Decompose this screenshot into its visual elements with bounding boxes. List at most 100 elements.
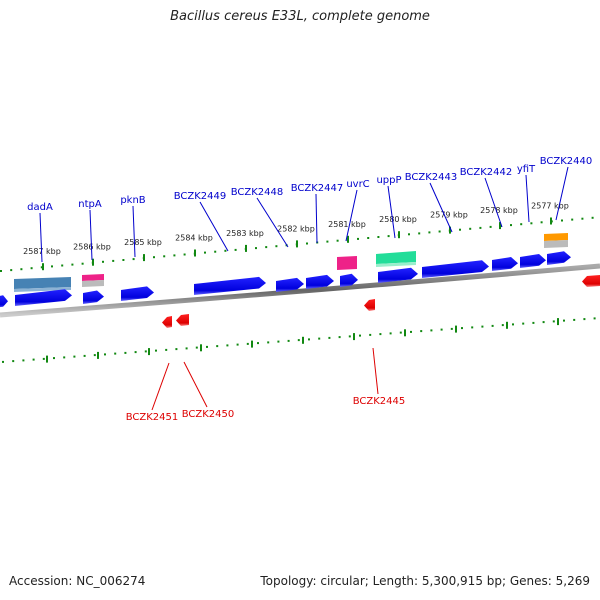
ruler-dot (410, 330, 412, 333)
ruler-dot (571, 218, 574, 221)
ruler-dot (73, 355, 76, 358)
ruler-major-tick (46, 355, 48, 363)
ruler-dot (357, 237, 359, 240)
label-leader-line (151, 362, 170, 411)
label-leader-line (484, 177, 503, 228)
forward-gene-arrow[interactable] (83, 290, 104, 305)
ruler-dot (593, 317, 596, 320)
ruler-dot (63, 356, 66, 359)
label-leader-line (89, 209, 93, 261)
gene-label-BCZK2442[interactable]: BCZK2442 (460, 167, 513, 178)
ruler-dot (195, 346, 198, 349)
gene-label-BCZK2449[interactable]: BCZK2449 (174, 191, 227, 202)
gene-label-yfiT[interactable]: yfiT (517, 164, 536, 175)
ruler-major-tick (449, 226, 451, 234)
ruler-dot (430, 329, 433, 332)
gene-label-BCZK2443[interactable]: BCZK2443 (405, 172, 458, 183)
ruler-tick-label: 2580 kbp (379, 215, 417, 224)
ruler-dot (471, 326, 474, 329)
ruler-tick-label: 2585 kbp (124, 238, 162, 247)
ruler-dot (287, 339, 290, 342)
ruler-dot (438, 230, 441, 233)
ruler-major-tick (148, 348, 150, 356)
ruler-dot (277, 340, 280, 343)
label-leader-line (555, 166, 569, 221)
ruler-dot (40, 266, 43, 269)
reverse-gene-arrow[interactable] (162, 316, 172, 328)
gene-label-BCZK2448[interactable]: BCZK2448 (231, 187, 284, 198)
ruler-major-tick (353, 333, 355, 341)
ruler-dot (163, 255, 166, 258)
feature-dadA[interactable] (14, 277, 71, 292)
forward-gene-arrow[interactable] (520, 254, 546, 268)
ruler-dot (540, 221, 543, 224)
gene-label-BCZK2440[interactable]: BCZK2440 (540, 156, 593, 167)
gene-label-BCZK2445[interactable]: BCZK2445 (353, 396, 406, 407)
ruler-major-tick (499, 222, 501, 230)
forward-gene-arrow[interactable] (340, 273, 358, 287)
accession-text: Accession: NC_006274 (9, 574, 146, 588)
ruler-dot (104, 353, 106, 356)
forward-gene-arrow[interactable] (306, 274, 334, 289)
ruler-dot (440, 328, 443, 331)
ruler-major-tick (97, 351, 99, 359)
ruler-dot (408, 233, 410, 236)
ruler-tick-label: 2583 kbp (226, 229, 264, 238)
gene-label-pknB[interactable]: pknB (120, 195, 145, 206)
gene-label-BCZK2450[interactable]: BCZK2450 (182, 409, 235, 420)
ruler-major-tick (455, 325, 457, 333)
reverse-gene-arrow[interactable] (364, 299, 375, 311)
ruler-lower (2, 317, 596, 363)
forward-gene-arrow[interactable] (422, 260, 489, 278)
ruler-dot (83, 354, 86, 357)
ruler-major-tick (404, 329, 406, 337)
ruler-dot (144, 350, 147, 353)
reverse-gene-arrow[interactable] (582, 275, 600, 287)
ruler-dot (246, 342, 249, 345)
ruler-dot (226, 344, 229, 347)
feature-uvrC[interactable] (337, 256, 357, 270)
ruler-dot (379, 333, 382, 336)
label-leader-line (345, 189, 358, 242)
ruler-major-tick (398, 231, 400, 239)
ruler-dot (93, 354, 96, 357)
forward-gene-arrow[interactable] (378, 267, 418, 283)
ruler-dot (308, 338, 310, 341)
forward-gene-arrow[interactable] (0, 295, 8, 308)
ruler-dot (22, 359, 25, 362)
gene-label-dadA[interactable]: dadA (27, 202, 53, 213)
ruler-dot (489, 225, 492, 228)
ruler-dot (102, 260, 104, 263)
gene-label-ntpA[interactable]: ntpA (78, 199, 102, 210)
forward-gene-arrow[interactable] (492, 257, 518, 271)
ruler-dot (459, 228, 461, 231)
forward-gene-arrow[interactable] (194, 276, 266, 295)
ruler-dot (377, 236, 380, 238)
ruler-tick-label: 2586 kbp (73, 243, 111, 252)
ruler-dot (420, 330, 423, 333)
ruler-dot (255, 247, 257, 250)
ruler-dot (318, 337, 321, 340)
forward-gene-arrow[interactable] (276, 277, 304, 292)
forward-gene-arrow[interactable] (121, 286, 154, 301)
ruler-dot (491, 324, 494, 327)
gene-label-BCZK2451[interactable]: BCZK2451 (126, 412, 179, 423)
gene-label-BCZK2447[interactable]: BCZK2447 (291, 183, 344, 194)
forward-gene-arrow[interactable] (15, 289, 72, 306)
gene-label-uppP[interactable]: uppP (376, 175, 401, 186)
label-leader-line (183, 361, 208, 408)
feature-BCZK2440[interactable] (544, 233, 568, 248)
forward-gene-arrow[interactable] (547, 251, 571, 265)
feature-uppP[interactable] (376, 251, 416, 267)
gene-label-uvrC[interactable]: uvrC (346, 179, 369, 190)
reverse-gene-arrow[interactable] (176, 314, 189, 326)
ruler-dot (61, 264, 64, 267)
ruler-dot (542, 321, 545, 324)
ruler-dot (12, 360, 15, 363)
ruler-dot (561, 219, 563, 222)
ruler-major-tick (347, 235, 349, 243)
ruler-dot (257, 342, 259, 345)
ruler-dot (173, 254, 176, 257)
genome-backbone (0, 263, 600, 318)
feature-ntpA[interactable] (82, 274, 104, 287)
